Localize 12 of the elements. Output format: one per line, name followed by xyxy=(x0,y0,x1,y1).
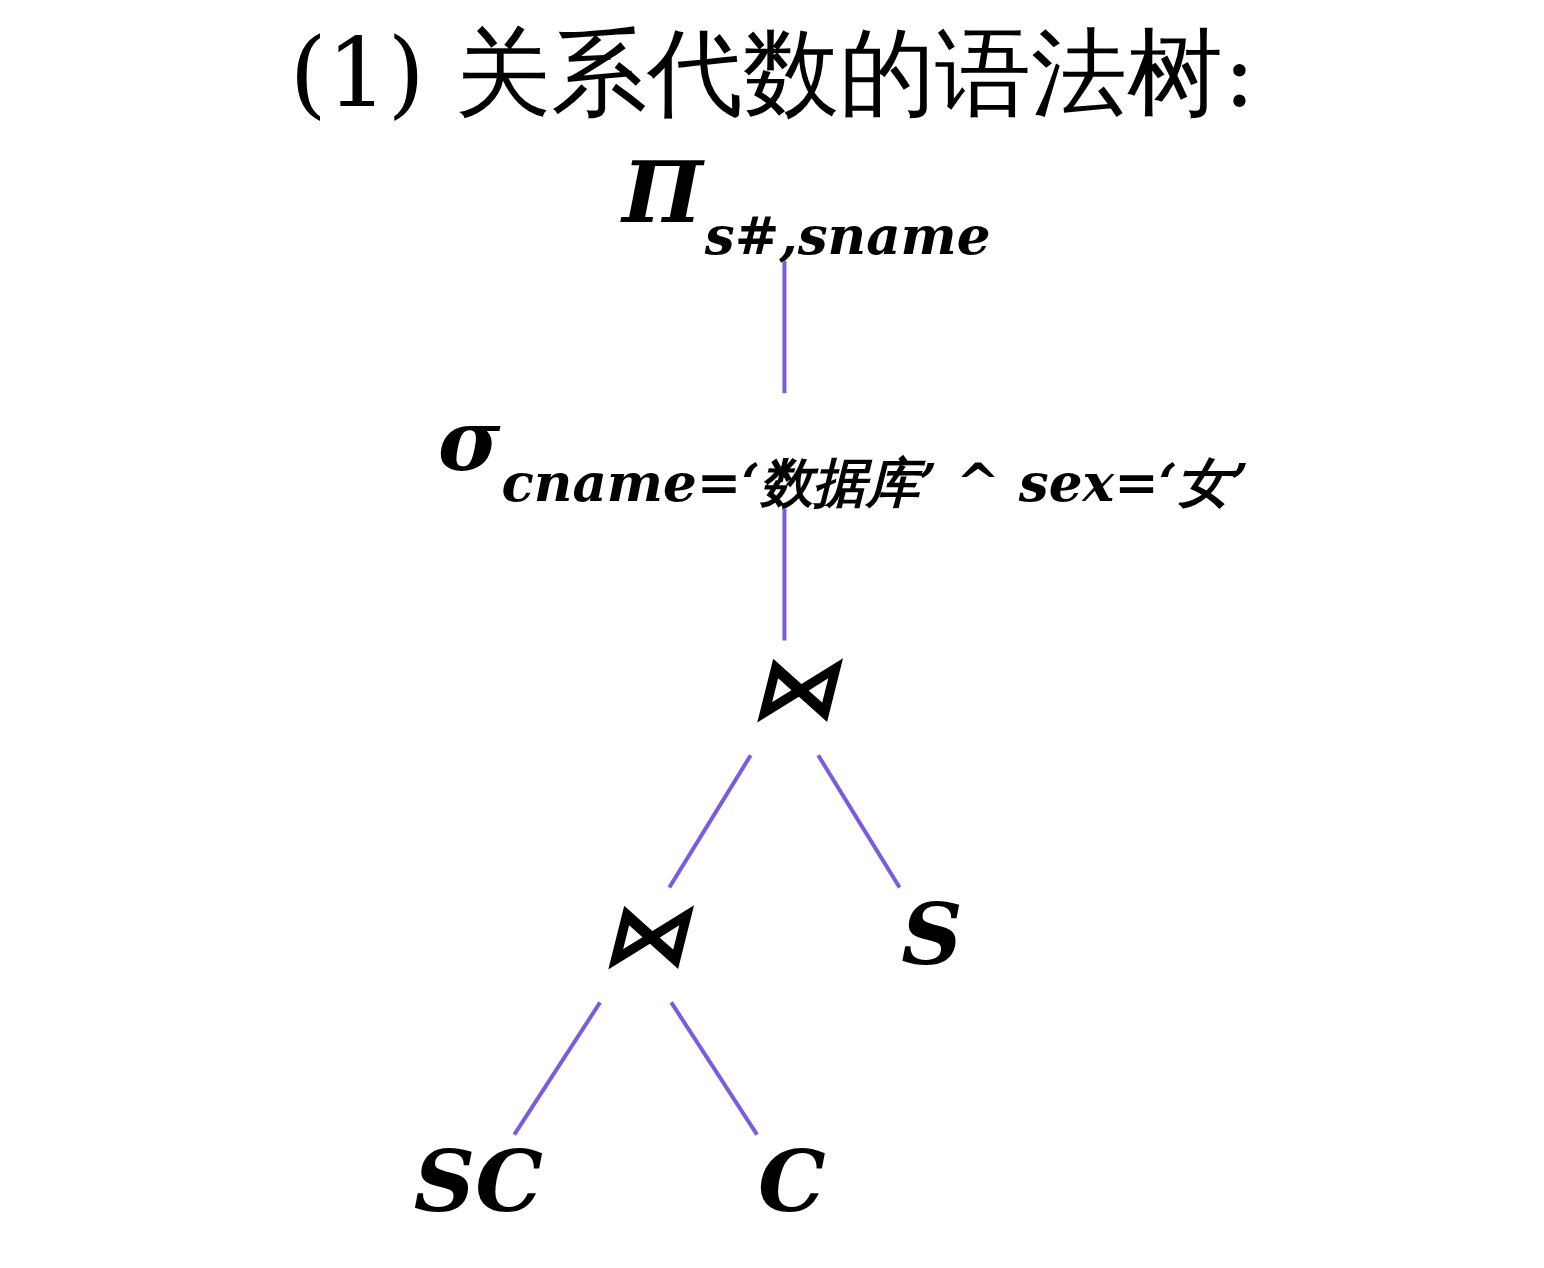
node-text: SC xyxy=(413,1130,543,1231)
diagram-title: (1) 关系代数的语法树: xyxy=(288,17,1256,130)
node-text: S xyxy=(900,883,963,984)
connector xyxy=(781,508,786,641)
node-text: Π$_{s#,sname}$ xyxy=(621,142,991,267)
connector xyxy=(667,754,752,889)
node-text: C xyxy=(757,1130,826,1231)
connector xyxy=(781,261,786,394)
connector xyxy=(816,754,901,889)
node-text: σ$_{cname=‘数据库’ ^ sex=‘女’}$ xyxy=(437,389,1249,515)
connector xyxy=(669,1001,759,1136)
connector xyxy=(512,1001,602,1136)
